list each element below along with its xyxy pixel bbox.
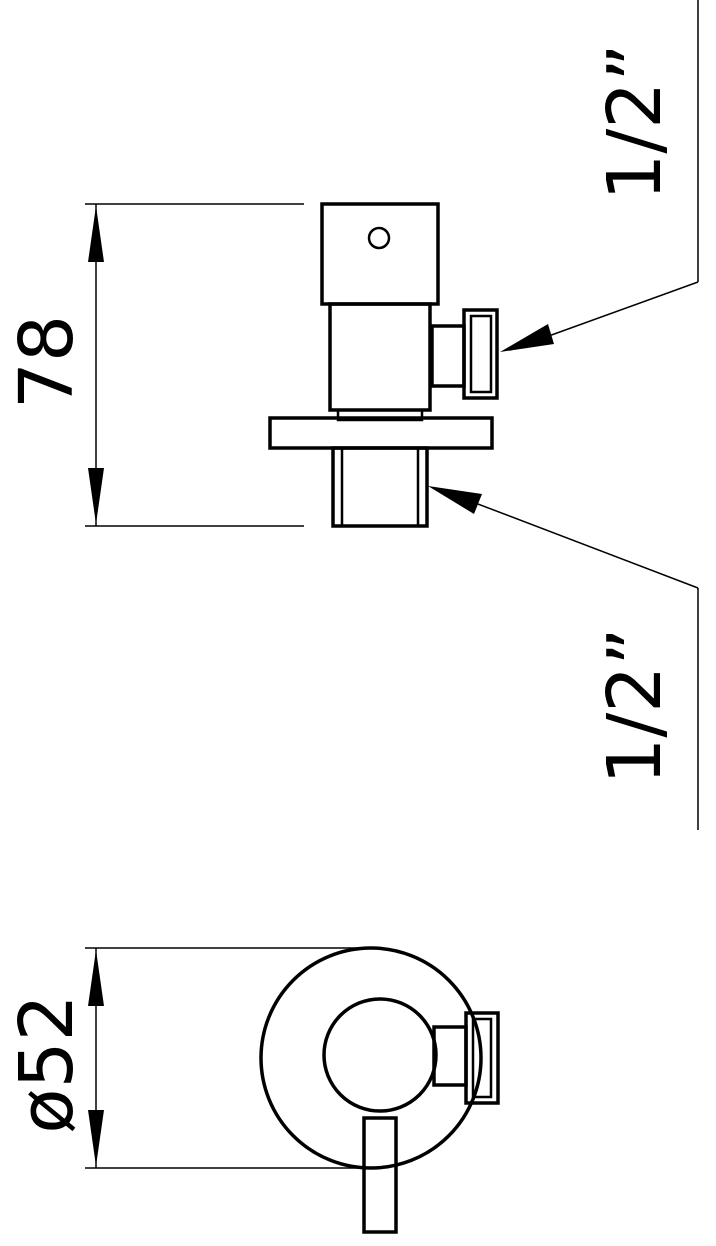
inlet-thread-label: 1/2” [592, 627, 678, 784]
diameter-dimension-label: ø52 [4, 994, 90, 1133]
front-outlet-nut [464, 1011, 500, 1105]
front-outlet-stub [432, 1025, 468, 1087]
outlet-thread-callout: 1/2” [500, 0, 699, 352]
handle-hole [367, 226, 391, 250]
valve-body [328, 302, 432, 412]
side-view [268, 202, 499, 528]
rosette [259, 946, 483, 1170]
diameter-dimension: ø52 [4, 947, 362, 1169]
flange-plate [268, 416, 494, 450]
outlet-nut [462, 308, 499, 400]
inlet-thread-callout: 1/2” [428, 486, 699, 830]
outlet-thread-label: 1/2” [592, 43, 678, 200]
height-dimension-label: 78 [4, 315, 90, 409]
outlet-stub [430, 324, 466, 388]
lever [362, 1116, 398, 1234]
valve-neck [336, 408, 424, 422]
handle-block [320, 202, 440, 306]
front-view [259, 946, 500, 1234]
valve-body-circle [322, 997, 438, 1113]
height-dimension: 78 [4, 203, 304, 527]
inlet-pipe [331, 446, 429, 528]
